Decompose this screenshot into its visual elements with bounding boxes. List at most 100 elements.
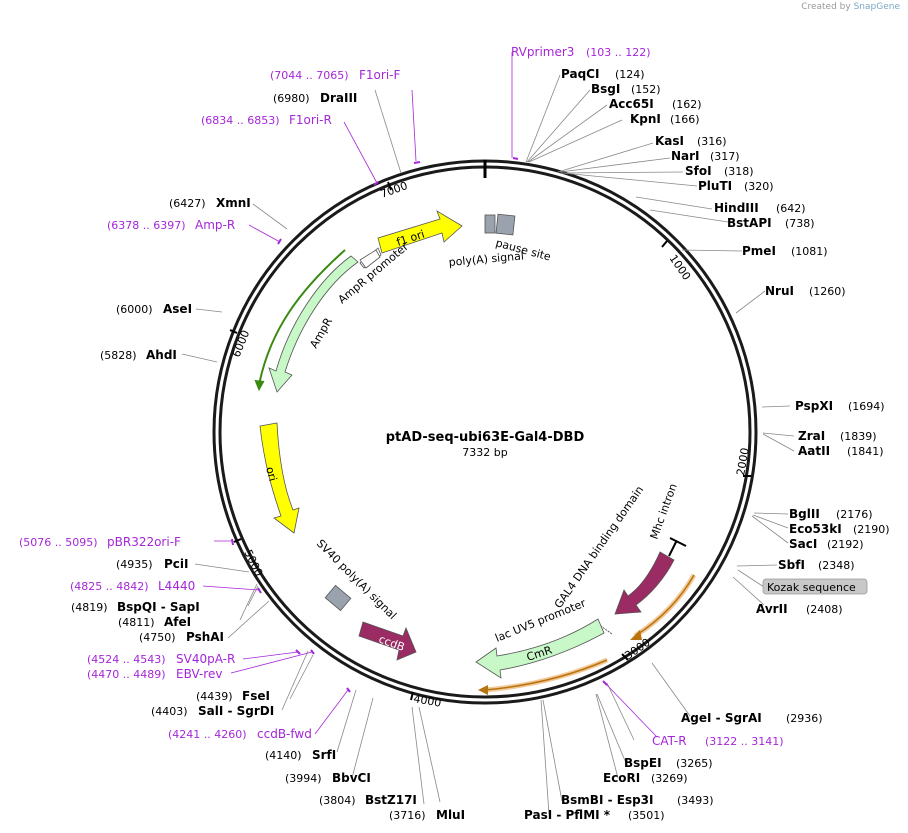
primer-rvprimer3-pos: (103 .. 122) [586, 46, 651, 59]
pause-site-box [495, 213, 516, 236]
primer-leader-lines [202, 52, 658, 738]
mhc-intron-marker [668, 537, 687, 557]
site-eco53ki-name: Eco53kI [789, 522, 842, 536]
site-ecori-pos: (3269) [651, 772, 688, 785]
site-pspxi-name: PspXI [795, 399, 833, 413]
ori-arrow [259, 422, 300, 534]
site-xmni-pos: (6427) [169, 197, 206, 210]
ruler-label-5000: 5000 [241, 548, 265, 579]
site-bspqi-pos: (4819) [71, 601, 108, 614]
ampr-label: AmpR [307, 315, 335, 350]
site-bbvci-name: BbvCI [332, 771, 371, 785]
f1-ori-arrow [377, 210, 463, 254]
primer-f1ori-r-pos: (6834 .. 6853) [201, 114, 280, 127]
site-zrai-pos: (1839) [840, 430, 877, 443]
primer-pbr322ori-f-pos: (5076 .. 5095) [19, 536, 98, 549]
site-pluti-name: PluTI [698, 179, 732, 193]
site-fsei-pos: (4439) [196, 690, 233, 703]
primer-f1ori-f-pos: (7044 .. 7065) [270, 69, 349, 82]
gal4-arrow [614, 551, 675, 615]
watermark-prefix: Created by [801, 2, 851, 12]
primer-labels: RVprimer3 (103 .. 122) (7044 .. 7065) F1… [19, 45, 784, 748]
site-draiii-name: DraIII [320, 91, 357, 105]
site-zrai-name: ZraI [798, 429, 825, 443]
site-mlui-name: MluI [436, 808, 465, 822]
ori-label: ori [263, 465, 279, 482]
polya-signal-label: poly(A) signal [448, 249, 524, 269]
ruler-label-2000: 2000 [734, 447, 752, 477]
site-asei-pos: (6000) [116, 303, 153, 316]
primer-pbr322ori-f-name: pBR322ori-F [107, 535, 181, 549]
site-pasi-pos: (3501) [628, 809, 665, 822]
gal4-label: GAL4 DNA binding domain [552, 484, 646, 611]
site-agei-name: AgeI - SgrAI [681, 711, 762, 725]
site-saci-name: SacI [789, 537, 817, 551]
site-aatii-name: AatII [798, 444, 830, 458]
site-pshai-pos: (4750) [139, 631, 176, 644]
site-sfoi-name: SfoI [685, 164, 712, 178]
ruler-label-4000: 4000 [412, 692, 442, 710]
ampr-outer-arc [258, 249, 346, 386]
site-bspei-name: BspEI [624, 756, 662, 770]
site-avrii-name: AvrII [756, 602, 788, 616]
site-bstapi-pos: (738) [785, 217, 815, 230]
site-kasi-pos: (316) [697, 135, 727, 148]
primer-f1ori-f-name: F1ori-F [359, 68, 400, 82]
primer-ebv-rev-pos: (4470 .. 4489) [87, 668, 166, 681]
site-pshai-name: PshAI [186, 630, 224, 644]
kozak-sequence-badge [762, 578, 868, 595]
site-bglii-name: BglII [789, 507, 820, 521]
sites-right: PaqCI (124) BsgI (152) Acc65I (162) KpnI… [524, 67, 890, 822]
site-ecori-name: EcoRI [603, 771, 640, 785]
site-saci-pos: (2192) [827, 538, 864, 551]
site-bsmbi-pos: (3493) [677, 794, 714, 807]
outer-orange-arc-1-line [634, 574, 695, 637]
ampr-promoter-label: AmpR promoter [336, 240, 412, 306]
site-bsgi-name: BsgI [591, 82, 620, 96]
site-pspxi-pos: (1694) [848, 400, 885, 413]
snapgene-logo: SnapGene [853, 2, 900, 12]
outer-orange-arc-2-head [478, 685, 488, 695]
site-pmei-name: PmeI [742, 244, 776, 258]
cmr-arrow [475, 618, 605, 679]
site-xmni-name: XmnI [216, 196, 251, 210]
sv40-polya-label: SV40 poly(A) signal [314, 537, 399, 622]
site-ahdi-name: AhdI [146, 348, 177, 362]
site-agei-pos: (2936) [786, 712, 823, 725]
site-sali-name: SalI - SgrDI [198, 704, 274, 718]
plasmid-name: ptAD-seq-ubi63E-Gal4-DBD [386, 430, 585, 445]
site-avrii-pos: (2408) [806, 603, 843, 616]
site-aatii-pos: (1841) [847, 445, 884, 458]
site-bspei-pos: (3265) [676, 757, 713, 770]
site-fsei-name: FseI [242, 689, 270, 703]
primer-l4440-pos: (4825 .. 4842) [70, 580, 149, 593]
site-bspqi-name: BspQI - SapI [117, 600, 200, 614]
site-kpni-name: KpnI [630, 112, 661, 126]
site-asei-name: AseI [163, 302, 192, 316]
primer-cat-r-name: CAT-R [652, 734, 687, 748]
primer-amp-r-name: Amp-R [195, 218, 235, 232]
site-srfi-pos: (4140) [265, 749, 302, 762]
site-pmei-pos: (1081) [791, 245, 828, 258]
site-bbvci-pos: (3994) [285, 772, 322, 785]
kozak-sequence-label: Kozak sequence [767, 581, 856, 594]
site-paqci-pos: (124) [615, 68, 645, 81]
site-afei-name: AfeI [164, 615, 191, 629]
site-pcii-name: PciI [164, 557, 189, 571]
site-kasi-name: KasI [655, 134, 684, 148]
primer-f1ori-r-name: F1ori-R [289, 113, 332, 127]
primer-ccdb-fwd-name: ccdB-fwd [257, 727, 312, 741]
sites-left: (6980) DraIII (6427) XmnI (6000) AseI (5… [71, 91, 465, 822]
primer-sv40pa-r-name: SV40pA-R [176, 652, 235, 666]
site-nari-pos: (317) [710, 150, 740, 163]
site-hindiii-name: HindIII [714, 201, 759, 215]
site-hindiii-pos: (642) [776, 202, 806, 215]
site-bstapi-name: BstAPI [727, 216, 772, 230]
site-paqci-name: PaqCI [561, 67, 599, 81]
site-ahdi-pos: (5828) [100, 349, 137, 362]
primer-l4440-name: L4440 [158, 579, 195, 593]
primer-ccdb-fwd-pos: (4241 .. 4260) [168, 728, 247, 741]
sv40-polya-box [324, 584, 352, 612]
site-sbfi-pos: (2348) [818, 559, 855, 572]
